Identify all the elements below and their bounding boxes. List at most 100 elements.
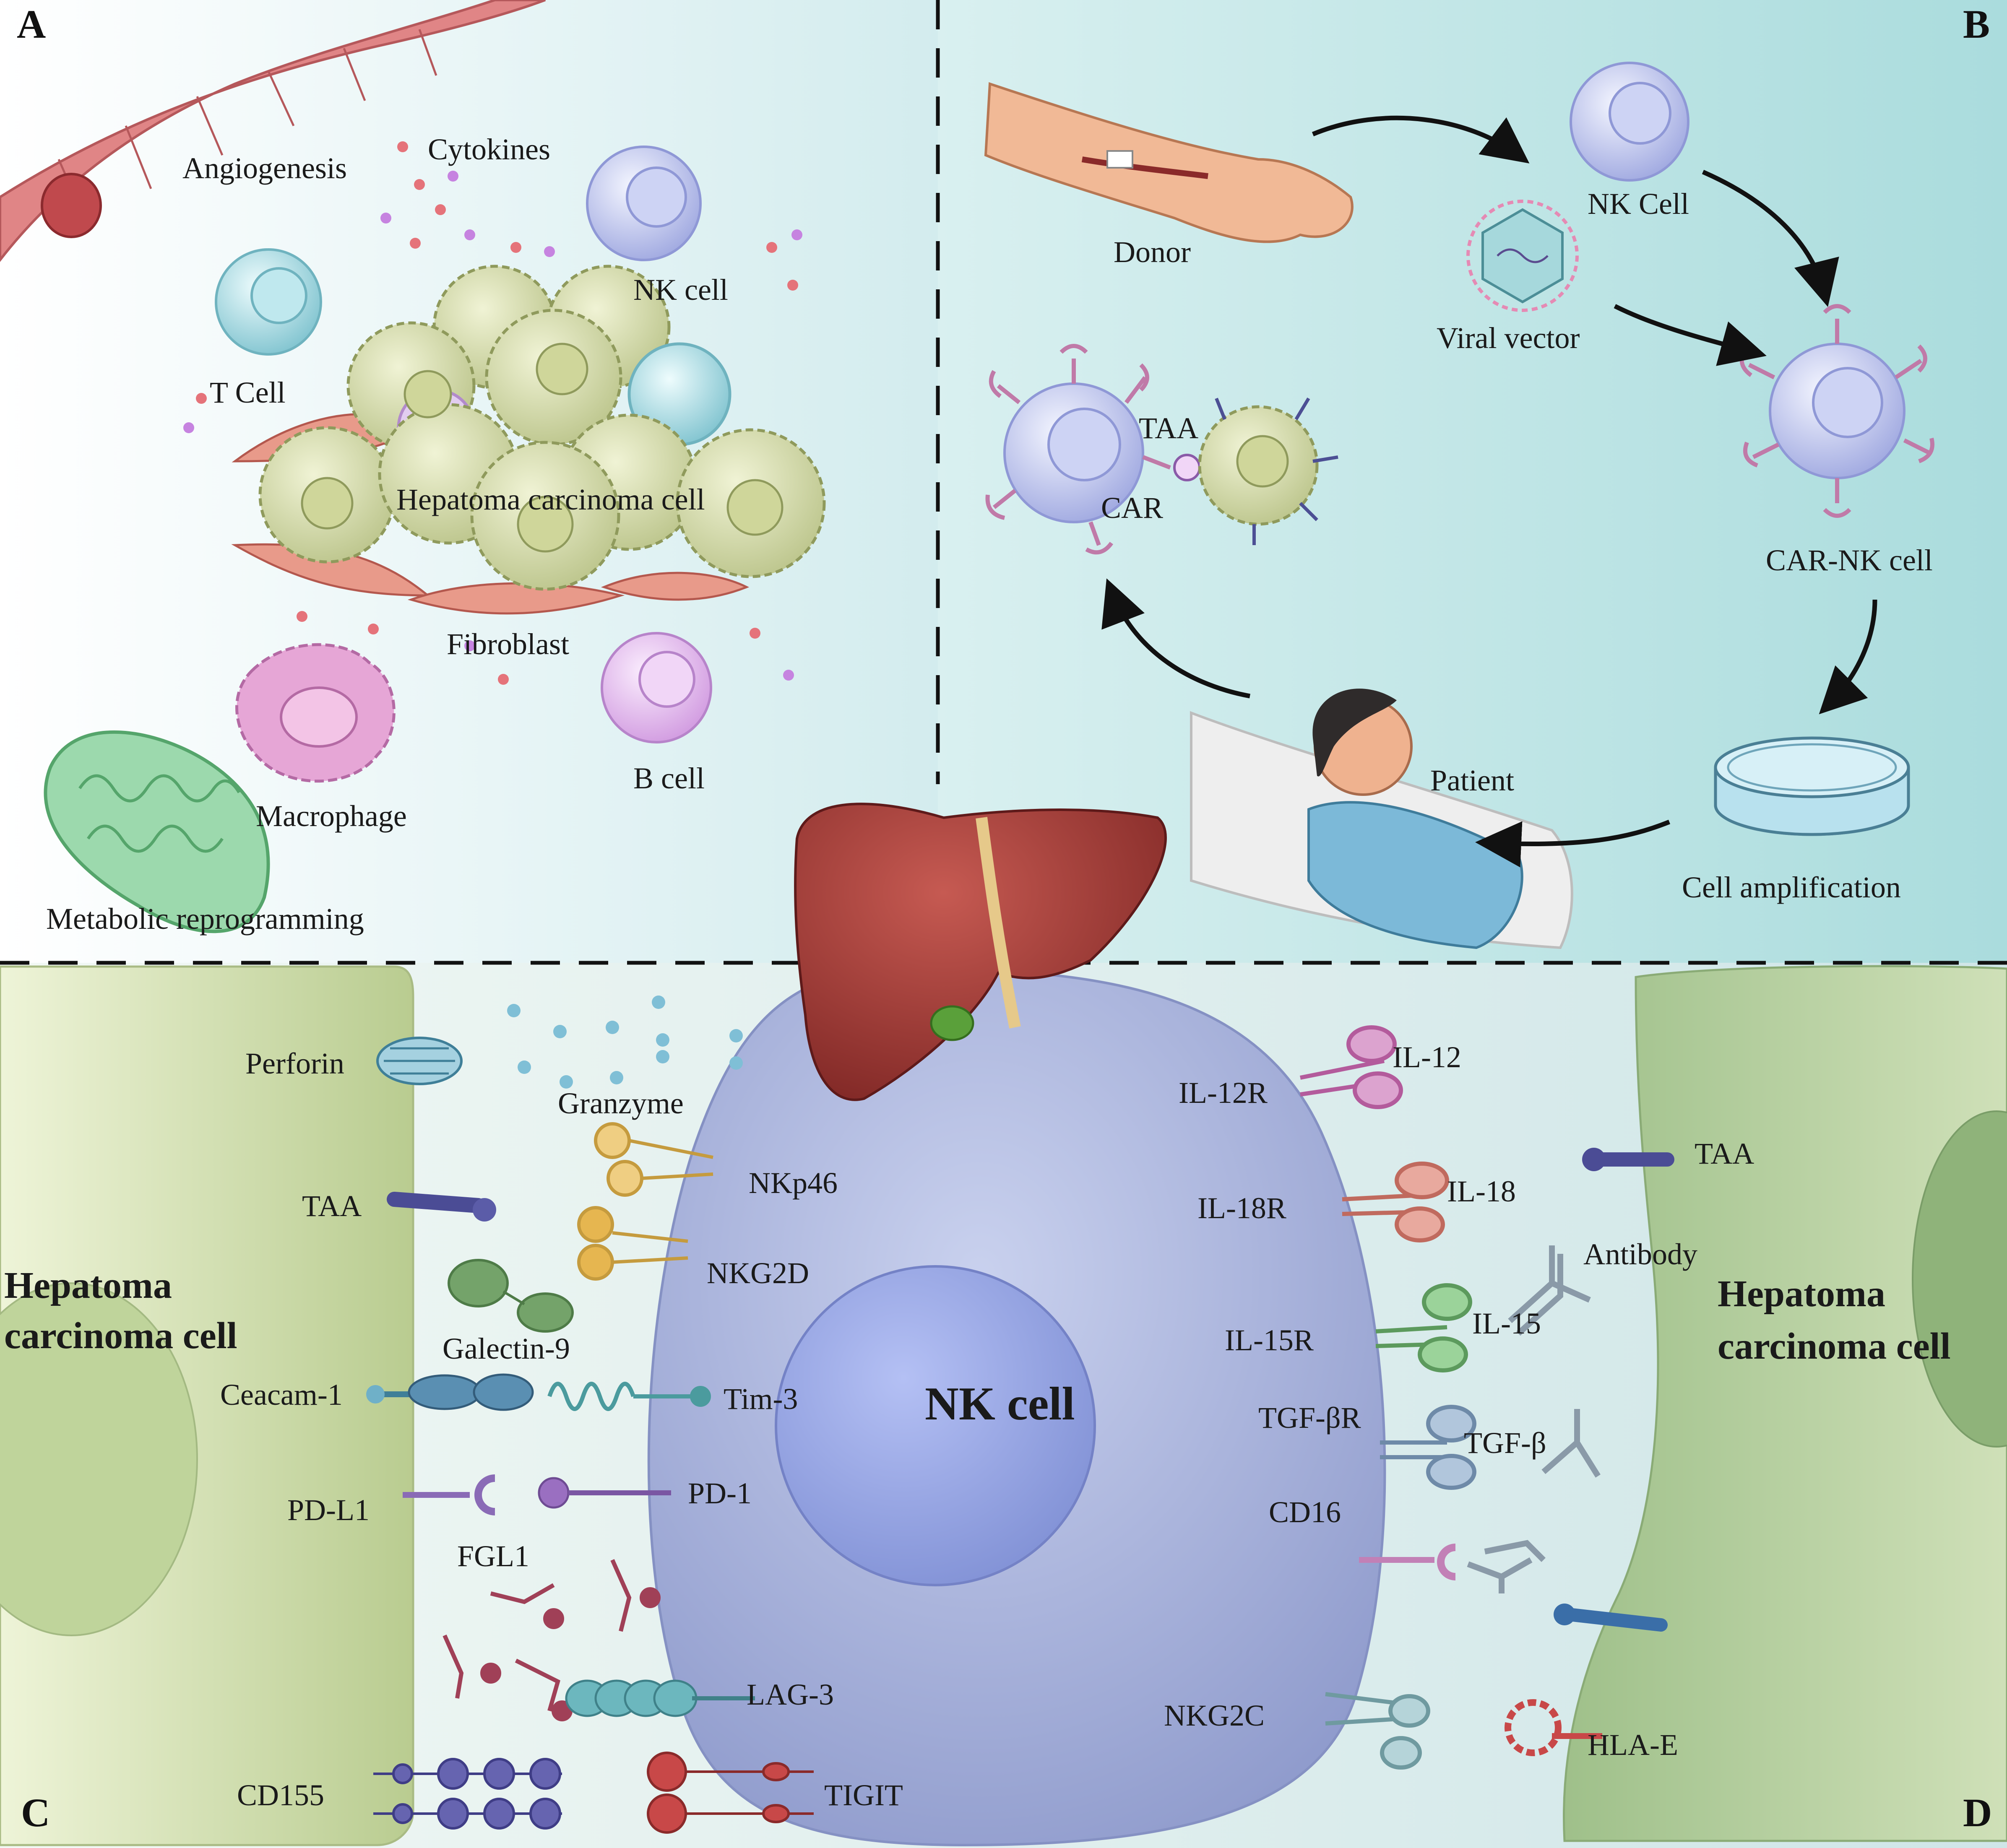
label-tgfbr: TGF-βR <box>1258 1401 1361 1435</box>
label-macrophage: Macrophage <box>256 799 407 833</box>
tigit <box>647 1752 814 1834</box>
label-taa-c: TAA <box>302 1189 362 1223</box>
label-metabolic: Metabolic reprogramming <box>46 902 364 936</box>
label-taa-d: TAA <box>1695 1137 1754 1170</box>
hla-e <box>1505 1699 1602 1756</box>
taa-ligand-c <box>387 1192 496 1222</box>
panel-b: B Donor NK Cell Viral vector CAR-NK cell… <box>984 2 1990 949</box>
label-cd155: CD155 <box>237 1778 324 1812</box>
tgfbr-tgfb <box>1380 1405 1476 1490</box>
il15r-il15 <box>1375 1283 1472 1372</box>
label-nk-cell-b: NK Cell <box>1588 187 1689 221</box>
cd16-receptor <box>1359 1540 1546 1593</box>
perforin <box>376 1037 463 1085</box>
b-cell <box>601 632 712 743</box>
label-fgl1: FGL1 <box>457 1539 529 1573</box>
label-taa-b: TAA <box>1139 411 1198 445</box>
label-nk-cell-center: NK cell <box>925 1378 1075 1430</box>
nk-cell-nucleus <box>775 1265 1096 1586</box>
panel-a: A Angiogenesis Cytokines NK cell T Cell … <box>0 0 826 936</box>
nk-cell-a <box>586 146 702 261</box>
lag3 <box>565 1679 755 1717</box>
label-patient: Patient <box>1430 764 1514 797</box>
il12r-il12 <box>1300 1025 1403 1109</box>
fgl1-molecules <box>443 1559 661 1721</box>
process-arrows <box>1101 115 1877 868</box>
car-nk-cell <box>1739 304 1934 518</box>
label-t-cell: T Cell <box>210 376 286 409</box>
ceacam1 <box>366 1373 534 1411</box>
hepatoma-nucleus-left <box>0 1282 198 1636</box>
petri-dish <box>1714 736 1910 836</box>
label-il12: IL-12 <box>1393 1040 1461 1074</box>
label-tgfb: TGF-β <box>1464 1426 1546 1460</box>
label-il15: IL-15 <box>1472 1307 1541 1340</box>
red-blood-cell <box>41 173 102 238</box>
cytokine-particles <box>183 141 802 710</box>
label-il18r: IL-18R <box>1197 1191 1286 1225</box>
label-tigit: TIGIT <box>824 1778 903 1812</box>
pdl1 <box>403 1474 495 1515</box>
blood-vessel <box>0 0 546 262</box>
panel-label-c: C <box>21 1790 50 1835</box>
liver-icon <box>794 803 1167 1101</box>
label-hlae: HLA-E <box>1588 1728 1678 1762</box>
pd1 <box>538 1477 671 1509</box>
nkg2c-receptor <box>1325 1692 1430 1770</box>
label-lag3: LAG-3 <box>747 1678 834 1711</box>
donor-arm <box>984 82 1354 243</box>
nk-cell-b <box>1570 62 1689 182</box>
label-cell-amplification: Cell amplification <box>1682 871 1901 904</box>
label-nk-cell-a: NK cell <box>633 273 728 307</box>
label-donor: Donor <box>1114 235 1191 269</box>
label-hepatoma-right-1: Hepatoma <box>1718 1273 1885 1315</box>
label-perforin: Perforin <box>245 1047 344 1080</box>
label-pd1: PD-1 <box>688 1476 752 1510</box>
label-antibody: Antibody <box>1583 1237 1697 1271</box>
label-hepatoma-a: Hepatoma carcinoma cell <box>396 483 705 516</box>
galectin9 <box>448 1259 574 1333</box>
patient <box>1190 689 1573 949</box>
panel-label-b: B <box>1963 2 1990 47</box>
nkp46-receptor <box>594 1122 713 1197</box>
granzyme-dots <box>507 995 743 1089</box>
hepatoma-nucleus-right <box>1912 1110 2007 1448</box>
tumor-nuclei <box>301 343 784 553</box>
antibody-tgfb <box>1541 1409 1601 1478</box>
label-hepatoma-left-1: Hepatoma <box>4 1265 172 1306</box>
label-nkg2d: NKG2D <box>707 1256 809 1290</box>
label-granzyme: Granzyme <box>558 1086 684 1120</box>
label-viral-vector: Viral vector <box>1437 321 1580 355</box>
mitochondrion <box>44 730 270 933</box>
label-pdl1: PD-L1 <box>287 1493 370 1527</box>
label-b-cell: B cell <box>633 762 705 795</box>
label-hepatoma-right-2: carcinoma cell <box>1718 1326 1951 1367</box>
label-angiogenesis: Angiogenesis <box>182 151 347 185</box>
nkg2d-receptor <box>577 1206 688 1281</box>
tim3 <box>547 1382 711 1411</box>
antibody-d <box>1508 1245 1591 1336</box>
label-galectin9: Galectin-9 <box>443 1332 570 1365</box>
panel-label-a: A <box>17 2 46 47</box>
label-car: CAR <box>1101 491 1163 525</box>
macrophage <box>235 643 396 783</box>
hepatoma-cell-right <box>1563 965 2007 1842</box>
il18r-il18 <box>1342 1162 1449 1242</box>
viral-vector <box>1466 200 1579 312</box>
label-ceacam1: Ceacam-1 <box>220 1378 343 1411</box>
label-hepatoma-left-2: carcinoma cell <box>4 1315 237 1357</box>
label-nkp46: NKp46 <box>749 1166 838 1200</box>
label-il18: IL-18 <box>1447 1175 1516 1208</box>
label-nkg2c: NKG2C <box>1164 1699 1265 1732</box>
taa-ligand-d <box>1582 1148 1674 1171</box>
label-tim3: Tim-3 <box>724 1382 798 1416</box>
label-cytokines: Cytokines <box>428 133 550 166</box>
car-nk-tumor-binding <box>985 344 1338 555</box>
t-cell <box>215 248 322 356</box>
panel-label-d: D <box>1963 1790 1992 1835</box>
label-car-nk-cell: CAR-NK cell <box>1766 543 1933 577</box>
taa-ligand-d2 <box>1554 1604 1668 1632</box>
label-cd16: CD16 <box>1269 1495 1341 1529</box>
label-il12r: IL-12R <box>1179 1076 1268 1110</box>
